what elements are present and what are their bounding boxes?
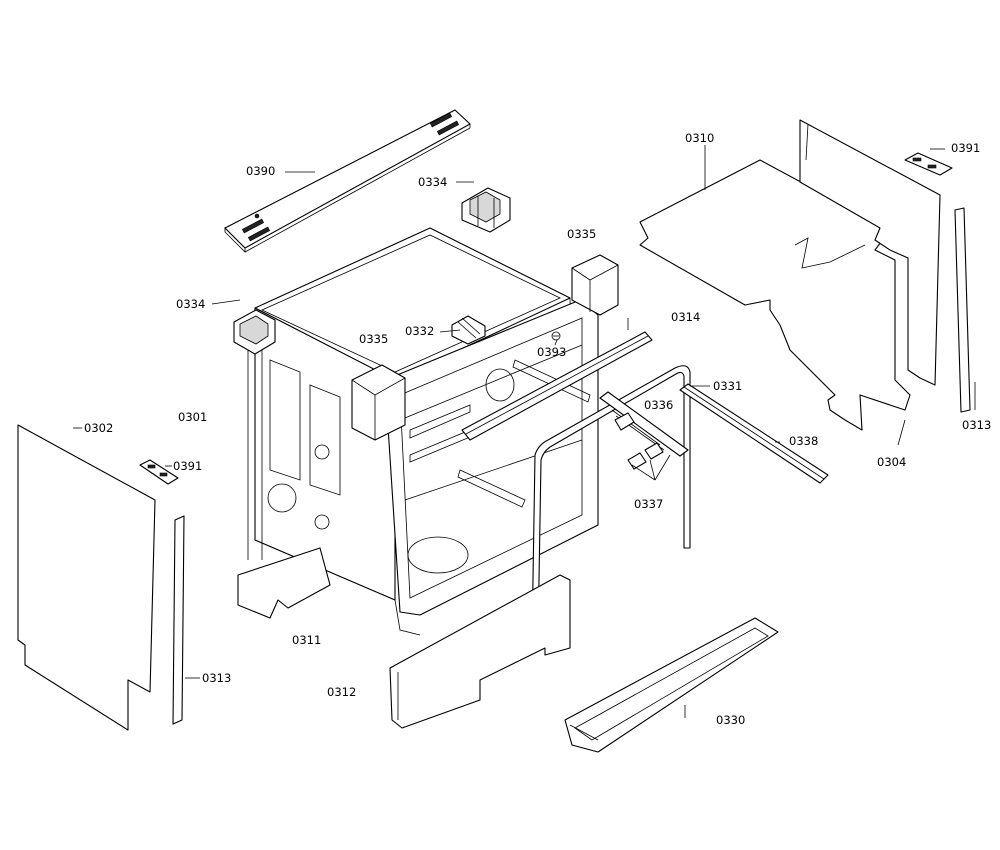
label-0338: 0338 bbox=[789, 434, 818, 448]
label-0304: 0304 bbox=[877, 455, 906, 469]
label-0335-right: 0335 bbox=[567, 227, 596, 241]
label-0310: 0310 bbox=[685, 131, 714, 145]
label-0331: 0331 bbox=[713, 379, 742, 393]
label-0311: 0311 bbox=[292, 633, 321, 647]
part-0334-bracket-left bbox=[233, 309, 276, 355]
label-0302: 0302 bbox=[84, 421, 113, 435]
label-0330: 0330 bbox=[716, 713, 745, 727]
part-0337-clips bbox=[614, 412, 664, 470]
label-0301: 0301 bbox=[178, 410, 207, 424]
part-0335-block-left bbox=[351, 364, 406, 441]
part-0310-insulation bbox=[639, 159, 911, 431]
leader-lines bbox=[73, 145, 976, 718]
label-0391-right: 0391 bbox=[951, 141, 980, 155]
label-0393: 0393 bbox=[537, 345, 566, 359]
label-0391-left: 0391 bbox=[173, 459, 202, 473]
part-0335-block-right bbox=[571, 254, 619, 316]
label-0314: 0314 bbox=[671, 310, 700, 324]
part-0332-clip bbox=[451, 315, 486, 345]
part-0391-bracket-right bbox=[904, 152, 953, 176]
label-0313-left: 0313 bbox=[202, 671, 231, 685]
part-0331-gasket bbox=[531, 365, 691, 641]
part-0313-strip-left bbox=[172, 515, 185, 725]
label-0312: 0312 bbox=[327, 685, 356, 699]
label-0313-right: 0313 bbox=[962, 418, 991, 432]
label-0336: 0336 bbox=[644, 398, 673, 412]
part-0338-rail bbox=[679, 383, 829, 484]
part-0391-bracket-left bbox=[139, 459, 179, 485]
label-0335-left: 0335 bbox=[359, 332, 388, 346]
part-0302-side-panel bbox=[17, 424, 156, 731]
part-0313-strip-right bbox=[954, 207, 971, 413]
part-0330-toe-channel bbox=[564, 617, 779, 753]
part-0334-bracket-top bbox=[461, 187, 511, 233]
part-0393-screw bbox=[551, 331, 561, 341]
label-0337: 0337 bbox=[634, 497, 663, 511]
label-0334-top: 0334 bbox=[418, 175, 447, 189]
part-0311-base-panel bbox=[237, 547, 331, 619]
label-0390: 0390 bbox=[246, 164, 275, 178]
part-0314-rail bbox=[461, 331, 653, 441]
part-0390-top-plate bbox=[224, 109, 471, 253]
part-labels: 0390 0334 0334 0335 0335 0332 0393 0314 … bbox=[84, 131, 991, 727]
label-0332: 0332 bbox=[405, 324, 434, 338]
part-0312-kick-plate bbox=[389, 574, 571, 729]
label-0334-left: 0334 bbox=[176, 297, 205, 311]
part-0304-side-panel bbox=[799, 119, 941, 386]
